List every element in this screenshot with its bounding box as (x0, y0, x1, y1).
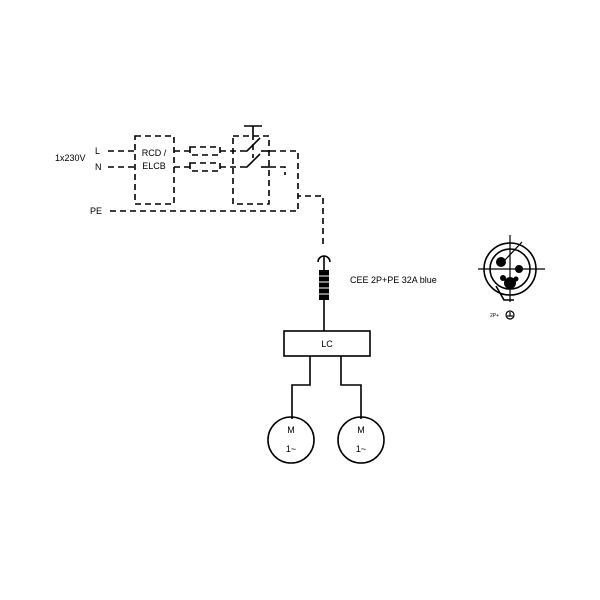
wire-n-out (270, 166, 286, 175)
cee-connector-icon (317, 255, 331, 300)
motor-1-phase: 1~ (286, 444, 296, 454)
motor-2-phase: 1~ (356, 444, 366, 454)
plug-face-caption: 2P+ (490, 313, 499, 319)
earth-symbol-icon (505, 310, 515, 320)
wire-pe (110, 196, 299, 212)
line-l-label: L (95, 146, 100, 156)
motor-1: M 1~ (267, 416, 315, 464)
connector-label: CEE 2P+PE 32A blue (350, 275, 437, 285)
switch-icon (240, 125, 270, 168)
rcd-box (134, 135, 175, 205)
plug-face-icon (478, 235, 545, 302)
wire-motor-2 (340, 356, 362, 419)
motor-2: M 1~ (337, 416, 385, 464)
fuse-n (189, 162, 221, 172)
controller-box (283, 330, 371, 357)
controller-label: LC (321, 339, 333, 349)
motor-1-label: M (287, 425, 295, 435)
wire-l-out (270, 150, 324, 246)
switch-box (232, 135, 270, 205)
supply-voltage-label: 1x230V (55, 153, 86, 163)
line-n-label: N (95, 162, 102, 172)
motor-2-label: M (357, 425, 365, 435)
rcd-label-line2: ELCB (142, 161, 166, 171)
rcd-label-line1: RCD / (142, 148, 167, 158)
fuse-l (189, 146, 221, 156)
wire-motor-1 (291, 356, 311, 419)
line-pe-label: PE (90, 206, 102, 216)
